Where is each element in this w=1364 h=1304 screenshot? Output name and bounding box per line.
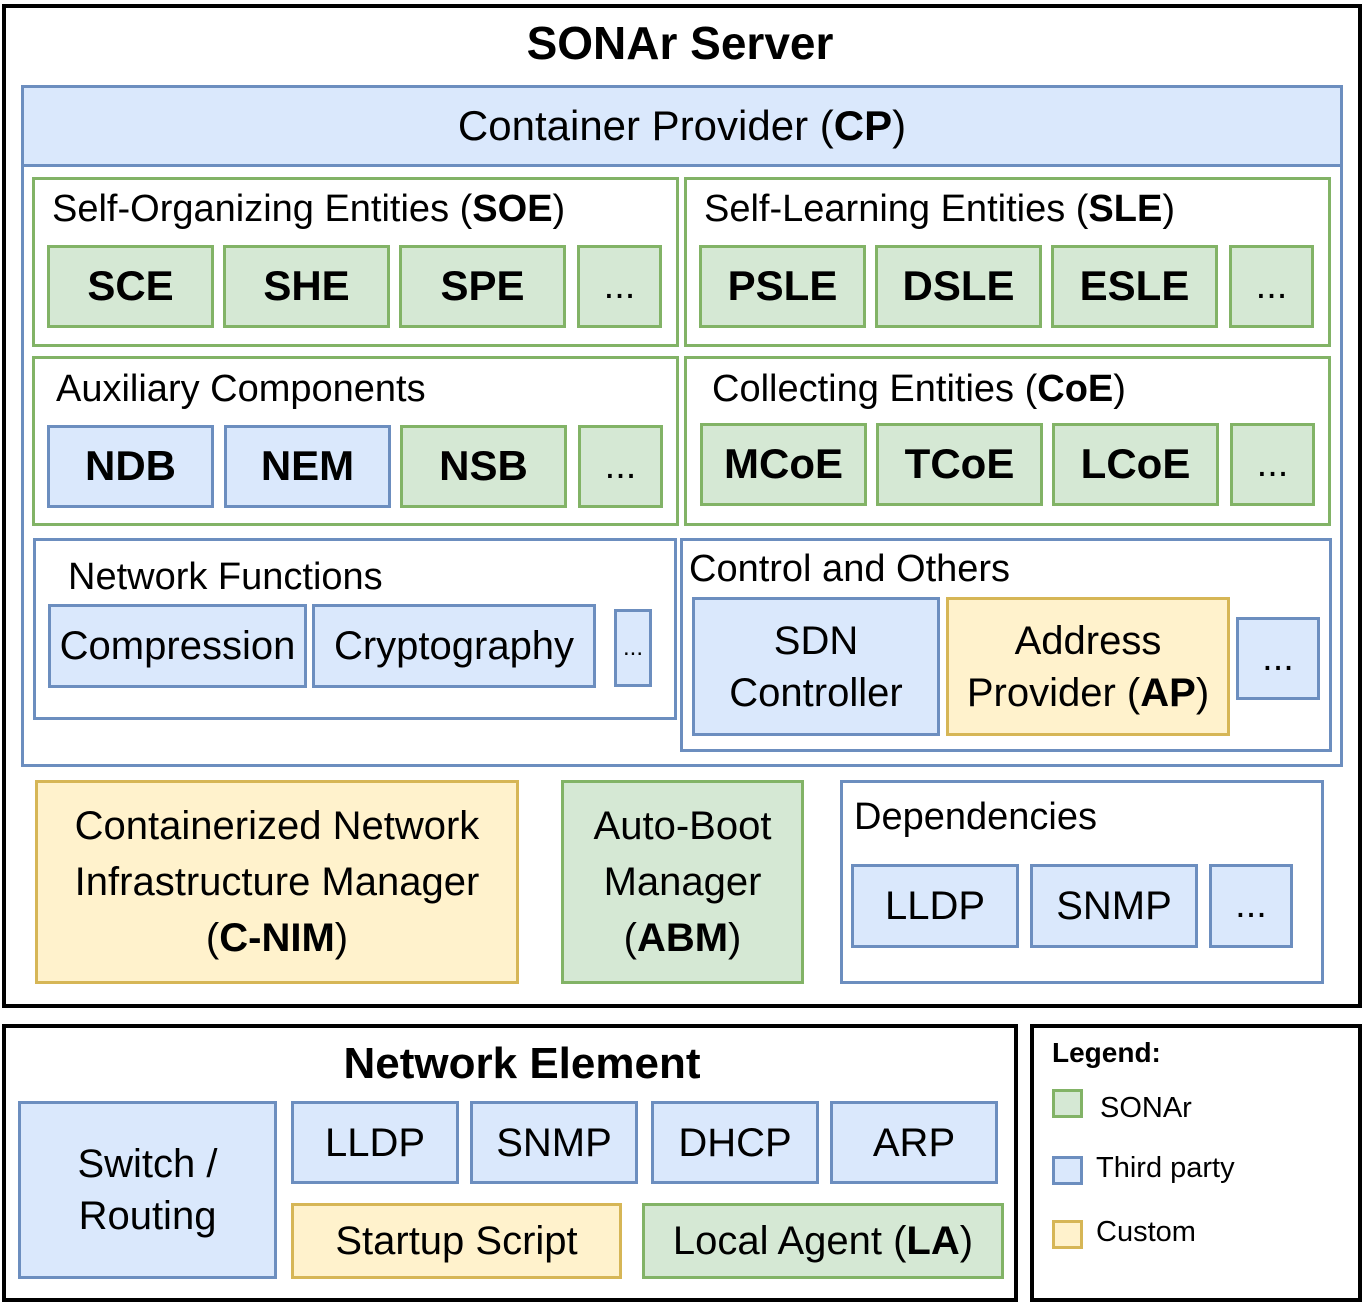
sle-title: Self-Learning Entities (SLE): [704, 188, 1175, 231]
legend-swatch-custom: [1052, 1220, 1083, 1249]
abm-line1: Auto-Boot: [593, 804, 772, 848]
container-provider-close: ): [892, 101, 907, 149]
cnim-line1: Containerized Network: [74, 804, 480, 848]
sdn-controller-box: SDN Controller: [692, 597, 940, 736]
abm-abbr: ABM: [636, 916, 729, 960]
soe-title-text: Self-Organizing Entities (: [52, 188, 473, 230]
legend-label-custom: Custom: [1096, 1216, 1196, 1248]
coe-more-box: ...: [1230, 423, 1315, 506]
switch-routing-box: Switch / Routing: [18, 1101, 277, 1279]
sle-more-box: ...: [1229, 245, 1314, 328]
ne-snmp-box: SNMP: [470, 1101, 638, 1184]
cnim-abbr: C-NIM: [219, 916, 335, 960]
spe-box: SPE: [399, 245, 566, 328]
aux-title: Auxiliary Components: [56, 368, 426, 410]
ne-lldp-box: LLDP: [291, 1101, 459, 1184]
cnim-close: ): [334, 916, 349, 960]
tcoe-box: TCoE: [876, 423, 1043, 506]
switch-line1: Switch /: [77, 1142, 218, 1186]
ap-line1: Address: [1014, 618, 1162, 663]
control-title: Control and Others: [689, 548, 1011, 590]
coe-title-text: Collecting Entities (: [712, 368, 1038, 410]
legend-swatch-third-party: [1052, 1156, 1083, 1185]
container-provider-label: Container Provider (: [457, 101, 834, 149]
ndb-box: NDB: [47, 425, 214, 508]
she-box: SHE: [223, 245, 390, 328]
legend-title: Legend:: [1052, 1037, 1161, 1068]
abm-line3: (ABM): [624, 910, 742, 966]
legend: [1030, 1024, 1362, 1302]
cryptography-box: Cryptography: [312, 604, 596, 688]
cnim-open: (: [205, 916, 220, 960]
control-more-box: ...: [1236, 617, 1320, 700]
soe-abbr: SOE: [472, 188, 553, 230]
local-agent-box: Local Agent (LA): [642, 1203, 1004, 1279]
nem-box: NEM: [224, 425, 391, 508]
sdn-line2: Controller: [729, 670, 903, 715]
sle-title-text: Self-Learning Entities (: [704, 188, 1089, 230]
lcoe-box: LCoE: [1052, 423, 1219, 506]
dependencies-title: Dependencies: [854, 796, 1097, 838]
switch-line2: Routing: [78, 1194, 217, 1238]
nsb-box: NSB: [400, 425, 567, 508]
dep-more-box: ...: [1209, 864, 1293, 948]
address-provider-box: Address Provider (AP): [946, 597, 1230, 736]
psle-box: PSLE: [699, 245, 866, 328]
soe-more-box: ...: [577, 245, 662, 328]
cnim-box: Containerized Network Infrastructure Man…: [35, 780, 519, 984]
sdn-line1: SDN: [773, 618, 859, 663]
compression-box: Compression: [48, 604, 307, 688]
coe-abbr: CoE: [1037, 368, 1114, 410]
sle-abbr: SLE: [1088, 188, 1163, 230]
legend-label-sonar: SONAr: [1100, 1092, 1192, 1124]
container-provider-abbr: CP: [833, 101, 893, 149]
container-provider-header: Container Provider (CP): [21, 85, 1343, 167]
ap-line2: Provider (AP): [967, 667, 1209, 719]
dep-snmp-box: SNMP: [1030, 864, 1198, 948]
coe-title: Collecting Entities (CoE): [712, 368, 1126, 411]
ap-abbr: AP: [1140, 670, 1196, 715]
nf-more-box: ...: [614, 609, 652, 687]
legend-swatch-sonar: [1052, 1089, 1083, 1118]
sce-box: SCE: [47, 245, 214, 328]
ap-line2-text: Provider (: [966, 670, 1141, 715]
abm-box: Auto-Boot Manager (ABM): [561, 780, 804, 984]
local-agent-abbr: LA: [906, 1219, 960, 1263]
nf-title: Network Functions: [68, 556, 383, 598]
legend-label-third-party: Third party: [1096, 1152, 1235, 1184]
abm-close: ): [728, 916, 742, 960]
ap-close: ): [1195, 670, 1210, 715]
esle-box: ESLE: [1051, 245, 1218, 328]
sle-close: ): [1162, 188, 1175, 230]
cnim-line2: Infrastructure Manager: [74, 860, 480, 904]
ne-arp-box: ARP: [830, 1101, 998, 1184]
soe-title: Self-Organizing Entities (SOE): [52, 188, 565, 231]
local-agent-close: ): [959, 1219, 974, 1263]
abm-line2: Manager: [603, 860, 762, 904]
ne-dhcp-box: DHCP: [651, 1101, 819, 1184]
dep-lldp-box: LLDP: [851, 864, 1019, 948]
abm-open: (: [623, 916, 637, 960]
network-element-title: Network Element: [343, 1039, 701, 1088]
aux-more-box: ...: [578, 425, 663, 508]
local-agent-label: Local Agent (: [672, 1219, 907, 1263]
soe-close: ): [552, 188, 566, 230]
mcoe-box: MCoE: [700, 423, 867, 506]
cnim-line3: (C-NIM): [206, 910, 348, 966]
sonar-server-title: SONAr Server: [526, 17, 834, 69]
coe-close: ): [1113, 368, 1126, 410]
dsle-box: DSLE: [875, 245, 1042, 328]
startup-script-box: Startup Script: [291, 1203, 622, 1279]
